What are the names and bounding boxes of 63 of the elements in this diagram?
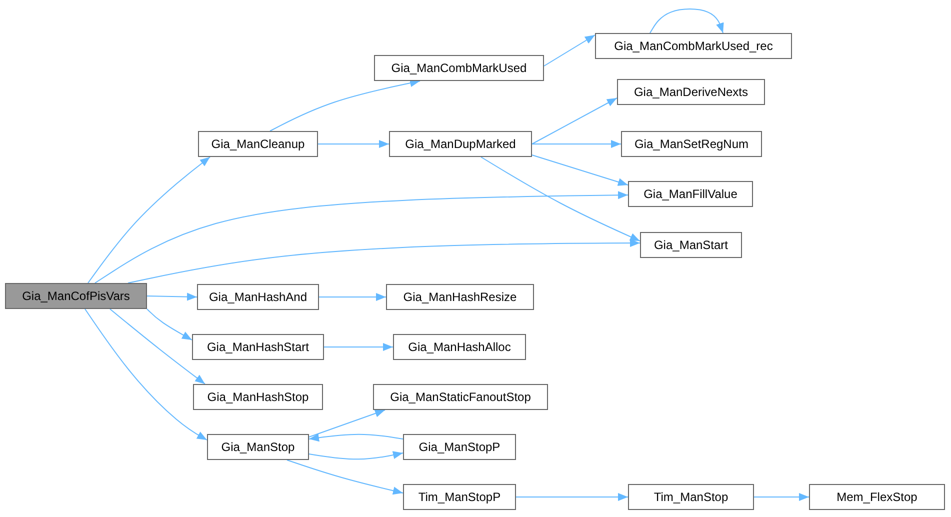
call-arrow [650,8,724,34]
function-name: Gia_ManStart [654,238,728,252]
function-name: Gia_ManDeriveNexts [634,85,748,99]
function-box [207,434,309,460]
call-arrow [480,156,640,242]
call-arrow [270,79,420,132]
call-arrow [146,308,192,340]
call-arrow [318,140,390,148]
function-name: Gia_ManStop [221,440,295,454]
function-name: Gia_ManHashStart [206,340,310,354]
function-name: Gia_ManFillValue [644,187,738,201]
function-box [389,131,532,157]
function-name: Gia_ManHashResize [403,290,517,304]
function-name: Gia_ManHashAlloc [408,340,511,354]
function-name: Gia_ManHashStop [207,390,309,404]
function-name: Gia_ManHashAnd [208,290,308,304]
function-name: Tim_ManStop [654,490,728,504]
function-box [809,484,945,510]
function-name: Gia_ManCombMarkUsed_rec [614,39,773,53]
call-arrow [544,34,596,66]
function-box [192,334,324,360]
function-box [386,284,534,310]
function-box [640,232,742,258]
call-arrow [532,140,622,148]
call-arrow [110,308,206,384]
call-arrow [318,293,386,301]
function-box [621,131,762,157]
function-box [374,55,544,81]
function-name: Gia_ManCombMarkUsed [391,61,527,75]
function-box [193,384,323,410]
function-box [628,484,754,510]
function-name: Mem_FlexStop [836,490,918,504]
call-arrow [146,292,198,301]
function-box [403,484,516,510]
call-arrow [532,98,618,144]
function-name: Gia_ManStopP [418,440,500,454]
call-arrow [88,156,210,284]
call-arrow [532,154,628,186]
call-arrow [754,493,810,501]
function-box [5,283,147,309]
call-arrow [324,343,394,351]
function-name: Gia_ManStaticFanoutStop [390,390,531,404]
call-arrow [94,191,628,284]
function-name: Gia_ManSetRegNum [634,137,749,151]
function-name: Gia_ManCofPisVars [22,289,130,303]
function-name: Tim_ManStopP [418,490,501,504]
function-box [617,79,765,105]
function-box [628,181,753,207]
function-box [198,131,318,157]
call-arrow [308,434,404,442]
function-box [197,284,319,310]
call-arrow [516,493,628,501]
call-arrow [308,410,386,438]
function-name: Gia_ManDupMarked [405,137,516,151]
call-arrow [84,308,208,440]
call-arrow [128,239,640,284]
function-box [393,334,526,360]
call-arrow [308,451,404,460]
call-arrow [286,460,404,495]
function-name: Gia_ManCleanup [211,137,305,151]
function-box [403,434,516,460]
function-box [595,33,792,59]
function-box [373,384,548,410]
